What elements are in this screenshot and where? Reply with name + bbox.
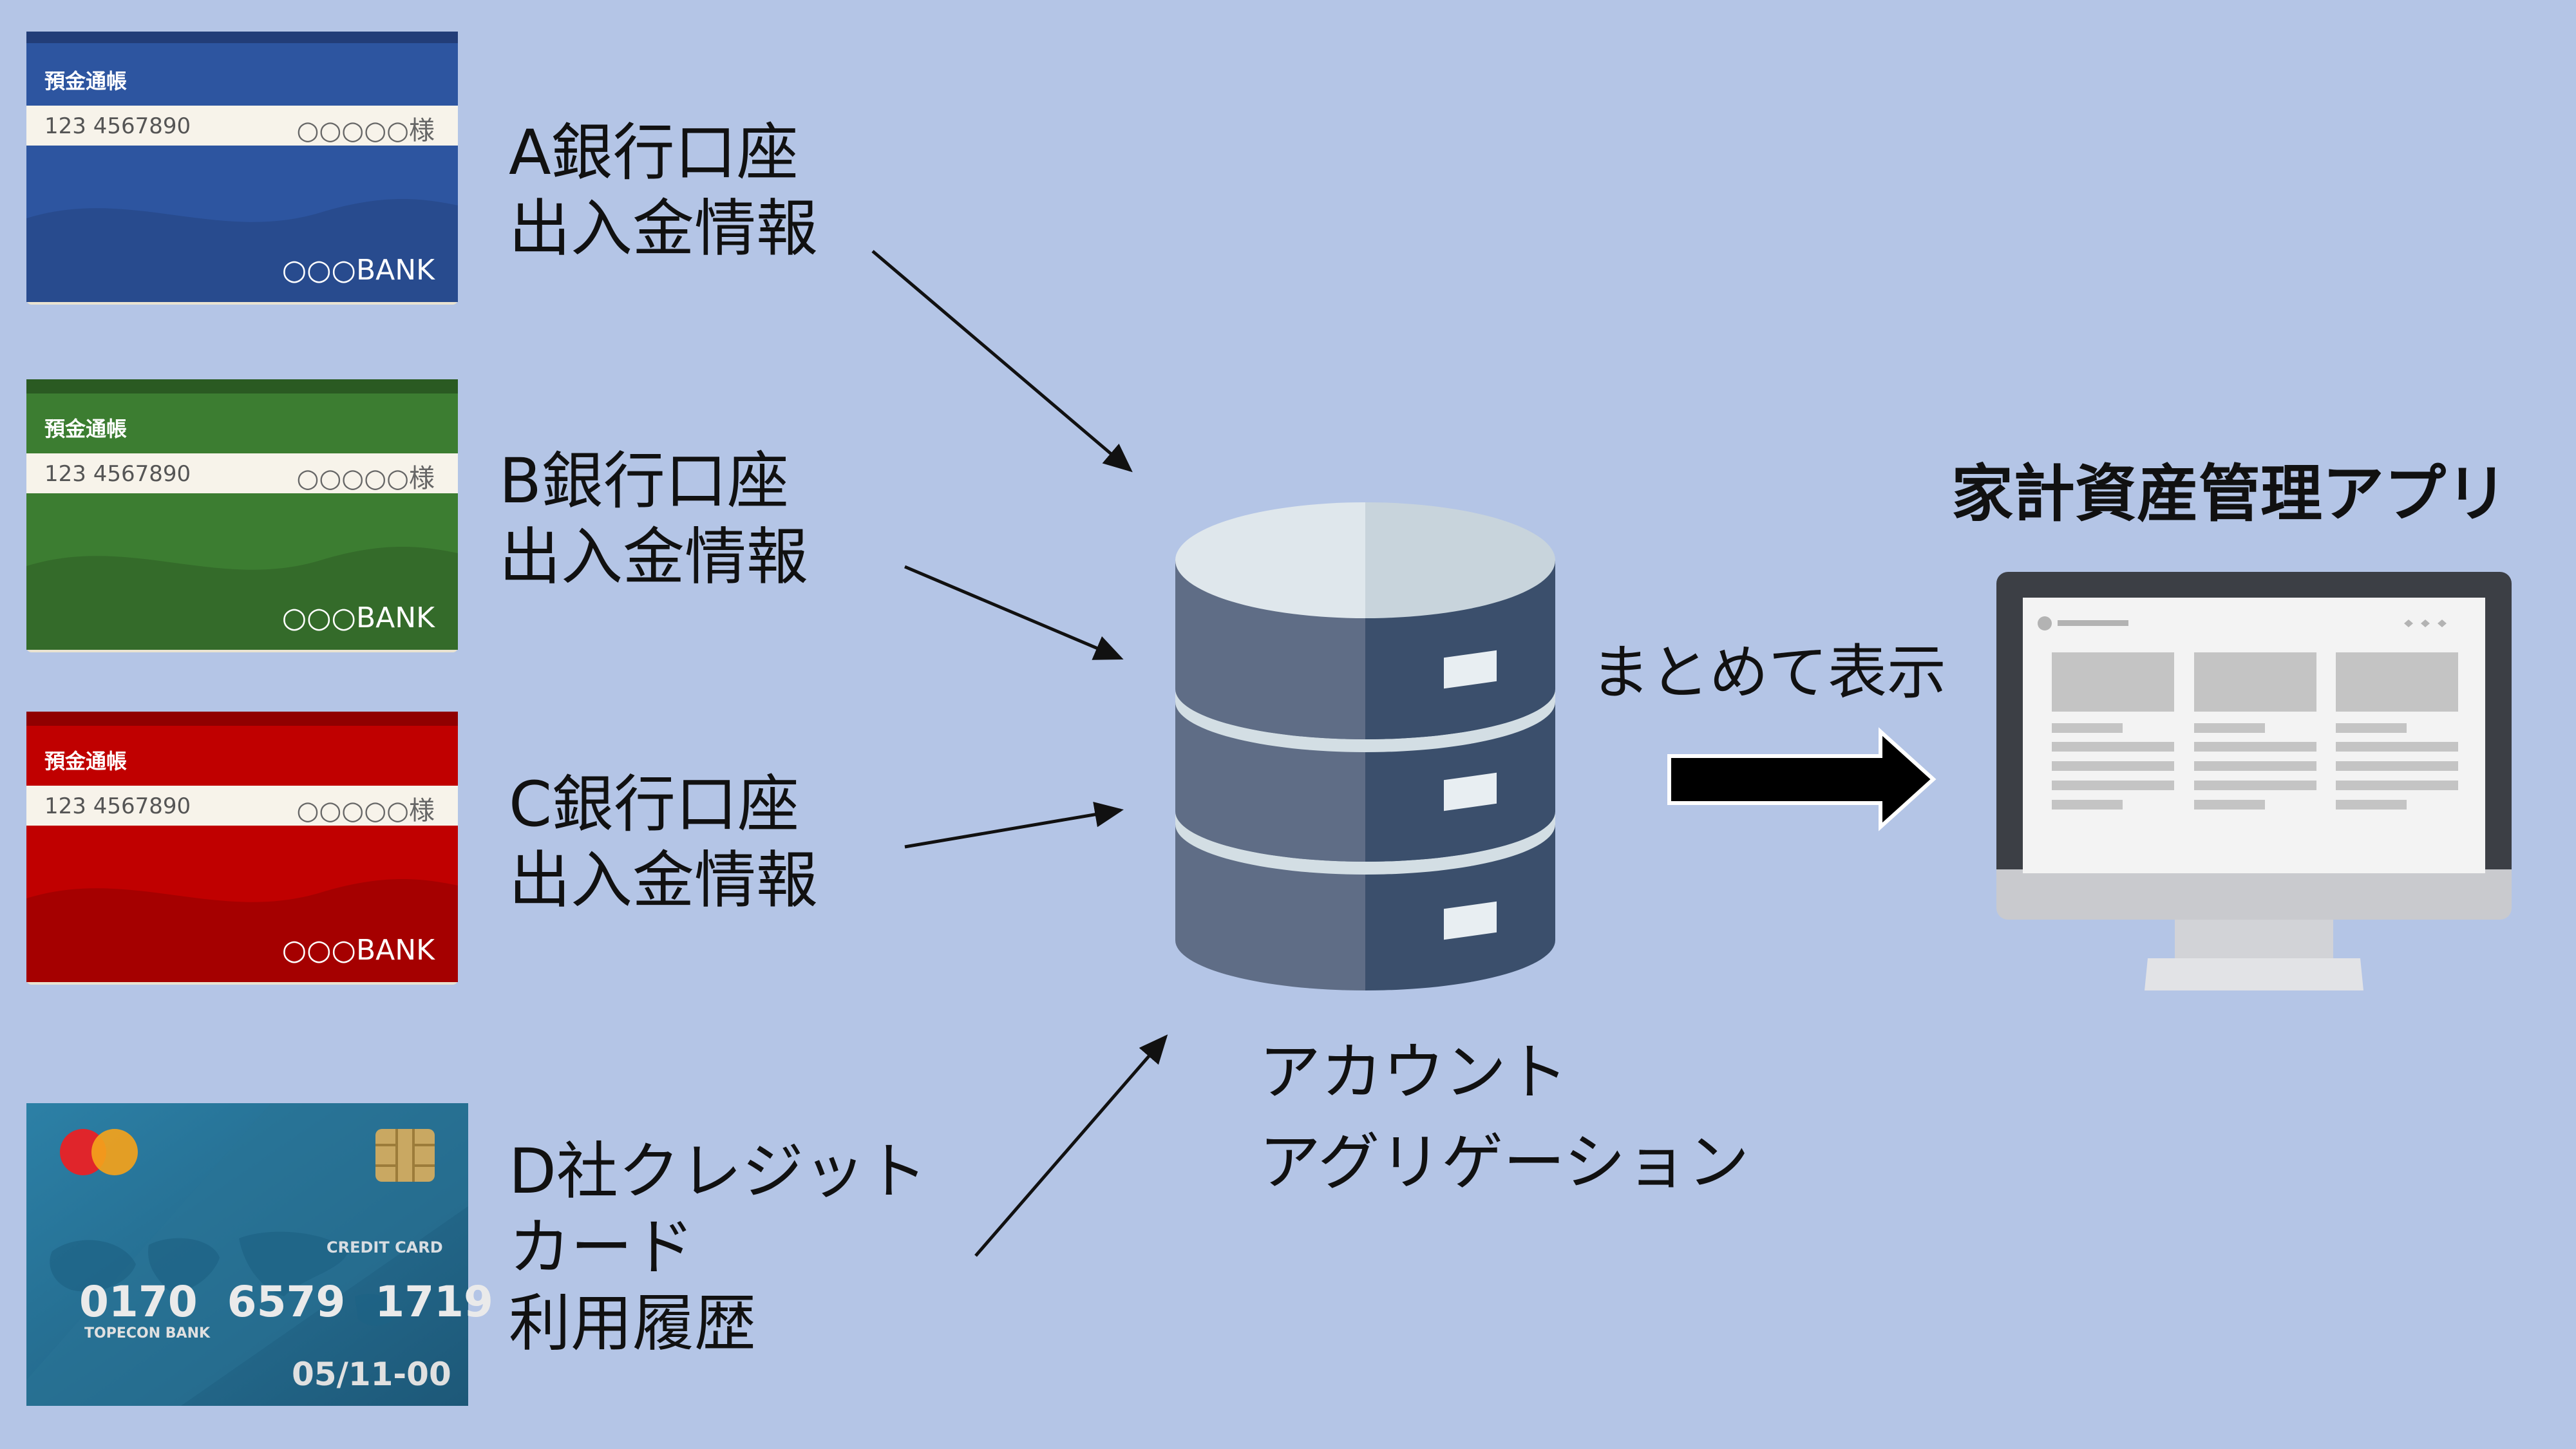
label-bank-c: C銀行口座 出入金情報	[509, 768, 818, 916]
account-number: 123 4567890	[44, 113, 191, 139]
account-number: 123 4567890	[44, 793, 191, 819]
account-holder: ○○○○○様	[296, 796, 435, 826]
label-bank-b: B銀行口座 出入金情報	[499, 445, 808, 593]
arrow-from-b	[904, 565, 1124, 660]
label-bank-a: A銀行口座 出入金情報	[509, 117, 818, 265]
passbook-b: 預金通帳 123 4567890 ○○○○○様 ○○○BANK	[26, 379, 458, 650]
passbook-wave	[26, 32, 458, 302]
label-credit-card: D社クレジット カード 利用履歴	[509, 1135, 927, 1359]
account-holder: ○○○○○様	[296, 464, 435, 493]
passbook-c: 預金通帳 123 4567890 ○○○○○様 ○○○BANK	[26, 712, 458, 982]
credit-card-number: 0170 6579 1719	[79, 1277, 493, 1327]
account-holder: ○○○○○様	[296, 116, 435, 146]
bank-name: ○○○BANK	[281, 934, 435, 967]
passbook-strip	[26, 786, 458, 826]
passbook-wave	[26, 712, 458, 982]
monitor-icon	[1996, 572, 2512, 990]
arrow-from-a	[871, 250, 1133, 473]
passbook-a: 預金通帳 123 4567890 ○○○○○様 ○○○BANK	[26, 32, 458, 302]
account-number: 123 4567890	[44, 461, 191, 487]
passbook-title: 預金通帳	[44, 69, 128, 93]
passbook-strip	[26, 106, 458, 146]
arrow-to-app	[1667, 727, 1937, 831]
arrow-from-c	[904, 801, 1124, 849]
credit-card: CREDIT CARD 0170 6579 1719 TOPECON BANK …	[26, 1103, 493, 1406]
bank-name: ○○○BANK	[281, 601, 435, 634]
bank-name: ○○○BANK	[281, 254, 435, 287]
passbook-strip	[26, 453, 458, 493]
credit-card-background	[26, 1103, 468, 1406]
passbook-title: 預金通帳	[44, 417, 128, 441]
credit-card-bank: TOPECON BANK	[84, 1325, 211, 1341]
label-display: まとめて表示	[1591, 638, 1947, 707]
label-aggregation: アカウント アグリゲーション	[1259, 1036, 1750, 1198]
credit-card-label: CREDIT CARD	[327, 1238, 443, 1256]
chip-icon	[375, 1129, 435, 1182]
passbook-wave	[26, 379, 458, 650]
app-title: 家計資産管理アプリ	[1951, 458, 2508, 530]
credit-card-expiry: 05/11-00	[292, 1356, 451, 1393]
arrow-from-d	[974, 1034, 1168, 1257]
passbook-title: 預金通帳	[44, 749, 128, 773]
database-icon	[1175, 502, 1555, 990]
